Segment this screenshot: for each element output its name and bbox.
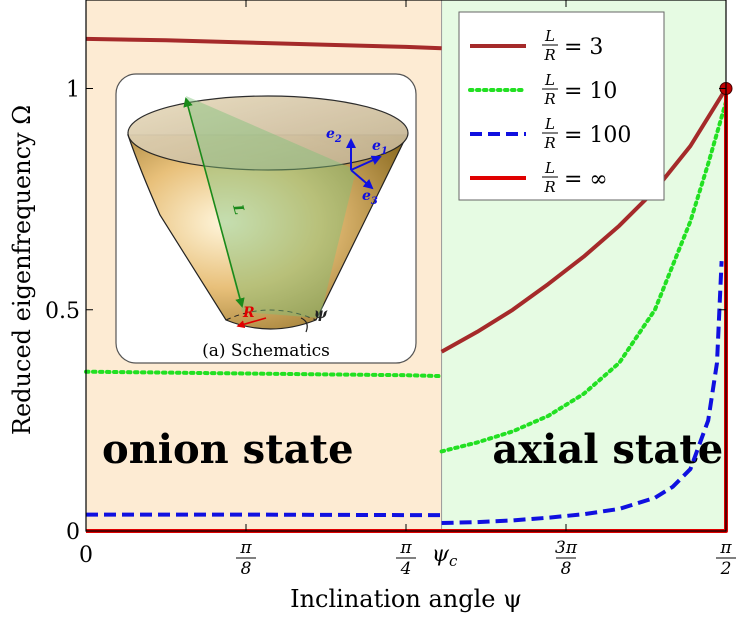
x-tick-num-3: 3π bbox=[555, 538, 578, 558]
psi-label: ψ bbox=[314, 306, 328, 322]
length-arrow bbox=[183, 97, 245, 308]
cone-bottom-rim bbox=[225, 309, 317, 321]
y-tick-label-2: 1 bbox=[66, 78, 80, 103]
y-tick-label-1: 0.5 bbox=[45, 299, 80, 324]
series-2-segment-1 bbox=[441, 261, 724, 525]
legend-value-1: = 10 bbox=[564, 79, 617, 104]
x-tick-num-2: π bbox=[399, 538, 412, 558]
legend-value-2: = 100 bbox=[564, 123, 631, 148]
radius-label: R bbox=[242, 305, 255, 321]
psi-arc bbox=[300, 317, 308, 333]
x-tick-den-2: 4 bbox=[400, 559, 412, 579]
e2-label: e2 bbox=[326, 126, 342, 145]
legend-value-3: = ∞ bbox=[564, 167, 608, 192]
y-axis-title: Reduced eigenfrequency Ω bbox=[8, 105, 36, 435]
e1-label: e1 bbox=[372, 138, 388, 157]
y-ticks: 00.51 bbox=[45, 78, 726, 545]
psi-c-tick-label: ψc bbox=[432, 542, 458, 570]
x-tick-den-4: 2 bbox=[720, 559, 732, 579]
region-labels: onion state axial state bbox=[102, 426, 723, 473]
series-2-segment-0 bbox=[86, 512, 442, 518]
x-tick-num-1: π bbox=[239, 538, 252, 558]
e3-label: e3 bbox=[362, 188, 378, 207]
legend-num-1: L bbox=[544, 71, 555, 89]
y-tick-label-0: 0 bbox=[66, 520, 80, 545]
legend-value-0: = 3 bbox=[564, 35, 603, 60]
e3-arrow bbox=[350, 169, 374, 190]
series-1-segment-1 bbox=[439, 99, 728, 454]
series-0-segment-0 bbox=[85, 36, 442, 51]
e1-arrow bbox=[350, 155, 382, 171]
radius-arrow bbox=[236, 317, 267, 329]
legend-den-3: R bbox=[543, 178, 555, 196]
region-label-0: onion state bbox=[102, 426, 353, 473]
x-tick-label-0: 0 bbox=[79, 543, 93, 568]
length-label: L bbox=[229, 202, 247, 217]
inset-schematic: L R ψ e1 e2 e3 (a) Schematics bbox=[115, 73, 417, 364]
series-0-segment-1 bbox=[440, 87, 728, 354]
x-axis-title: Inclination angle ψ bbox=[290, 585, 522, 613]
x-tick-den-1: 8 bbox=[241, 559, 252, 579]
legend-frame bbox=[458, 11, 665, 201]
series-1-segment-0 bbox=[84, 369, 444, 379]
inset-caption: (a) Schematics bbox=[202, 341, 330, 361]
x-tick-num-4: π bbox=[719, 538, 732, 558]
region-label-1: axial state bbox=[492, 426, 723, 473]
legend-den-2: R bbox=[543, 134, 555, 152]
legend-num-3: L bbox=[544, 159, 555, 177]
x-tick-den-3: 8 bbox=[561, 559, 572, 579]
legend-den-0: R bbox=[543, 46, 555, 64]
legend-den-1: R bbox=[543, 90, 555, 108]
legend-num-0: L bbox=[544, 27, 555, 45]
legend-num-2: L bbox=[544, 115, 555, 133]
